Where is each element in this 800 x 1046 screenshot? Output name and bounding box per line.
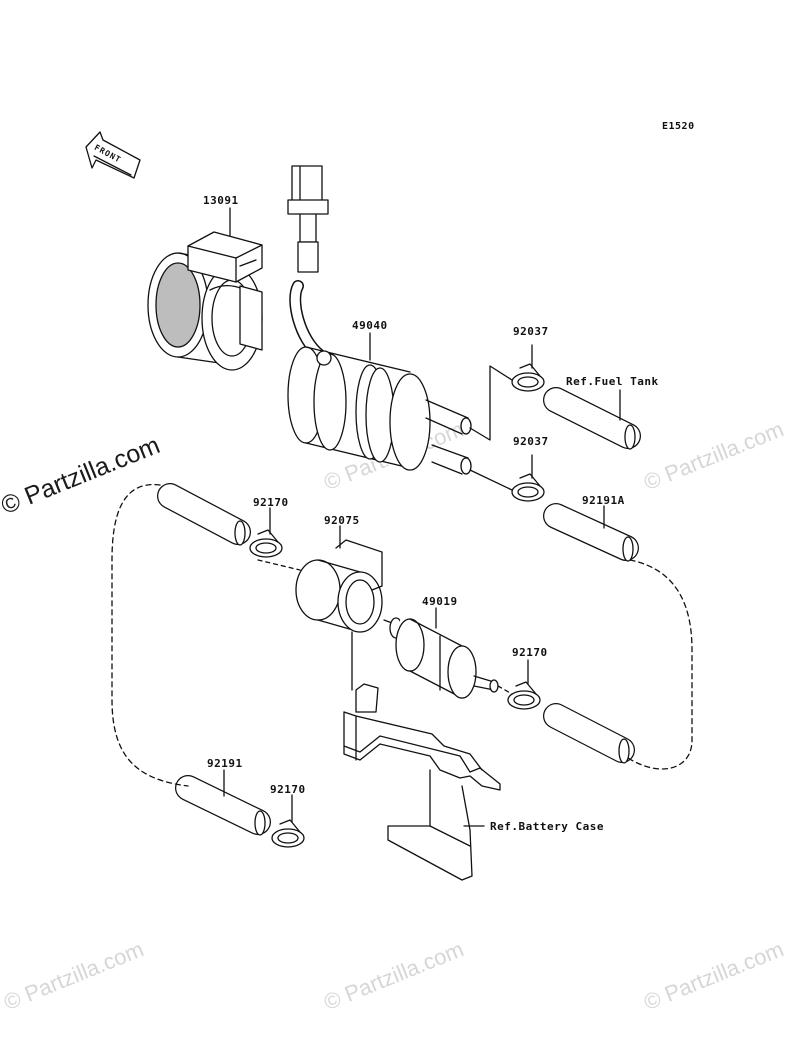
- hose-ref-fuel-tank: [543, 387, 641, 450]
- hose-upper-left: [157, 483, 251, 546]
- hose-lower-right: [543, 703, 635, 764]
- part-label-92170-b: 92170: [512, 646, 548, 659]
- damper-92075: [295, 525, 383, 633]
- diagram-code: E1520: [662, 121, 695, 132]
- part-label-49019: 49019: [422, 595, 458, 608]
- part-label-13091: 13091: [203, 194, 239, 207]
- part-label-92037-lower: 92037: [513, 435, 549, 448]
- ref-fuel-tank-label: Ref.Fuel Tank: [566, 375, 659, 388]
- part-label-92191A: 92191A: [582, 494, 625, 507]
- routing-line-right: [627, 559, 693, 770]
- leader-line: [469, 469, 513, 491]
- clip-92170-a: [249, 507, 283, 558]
- clip-92170-b: [507, 659, 541, 710]
- clip-92037-upper: [511, 344, 545, 392]
- fuel-pump-49040: [287, 165, 472, 475]
- routing-line: [497, 685, 513, 695]
- hose-92191: [175, 769, 271, 836]
- hose-92191A: [543, 503, 639, 562]
- routing-line: [257, 559, 301, 571]
- part-label-92075: 92075: [324, 514, 360, 527]
- part-label-92170-a: 92170: [253, 496, 289, 509]
- ref-battery-case-label: Ref.Battery Case: [490, 820, 604, 833]
- part-label-49040: 49040: [352, 319, 388, 332]
- bracket-13091: [147, 207, 263, 371]
- clip-92037-lower: [511, 454, 545, 502]
- clip-92170-c: [271, 794, 305, 848]
- fuel-filter-49019: [383, 607, 499, 700]
- part-label-92170-c: 92170: [270, 783, 306, 796]
- bracket-battery-case: [343, 631, 501, 881]
- leader-line: [469, 365, 513, 441]
- part-label-92191: 92191: [207, 757, 243, 770]
- front-arrow-icon: [85, 131, 141, 179]
- part-label-92037-upper: 92037: [513, 325, 549, 338]
- routing-line-left: [111, 484, 189, 787]
